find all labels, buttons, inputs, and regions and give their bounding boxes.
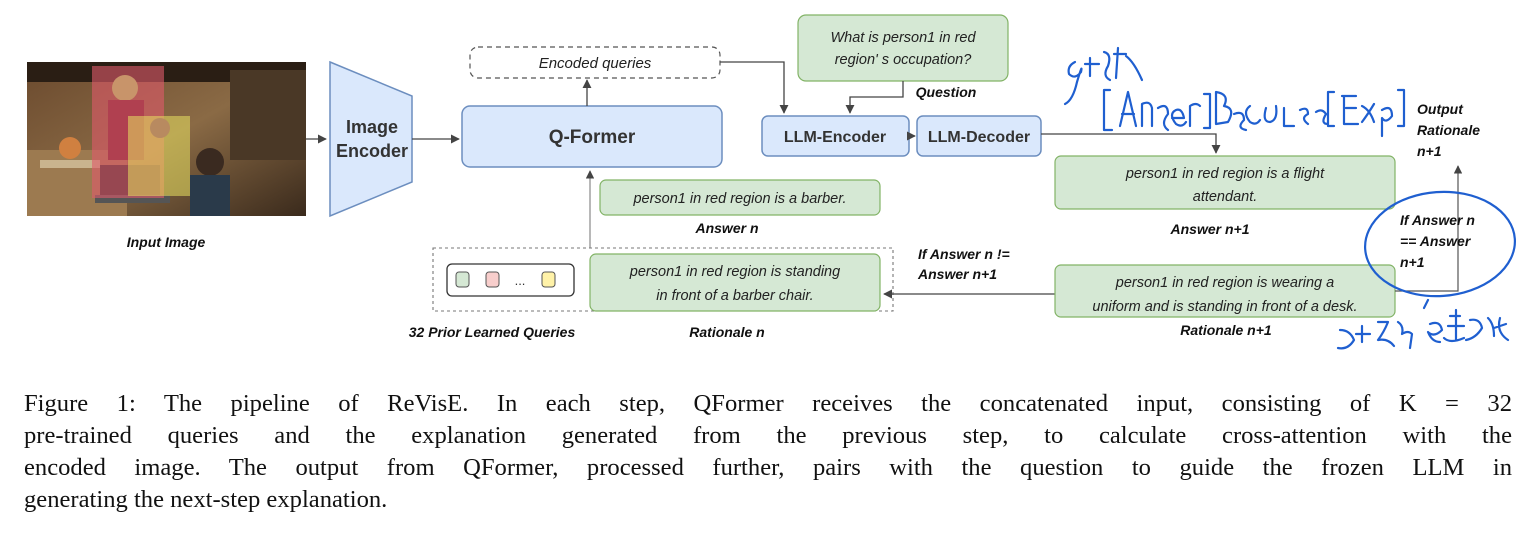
rationale-n1-line1: person1 in red region is wearing a <box>1115 275 1334 291</box>
arrow-encoded-to-llm-encoder <box>720 61 789 114</box>
question-line1: What is person1 in red <box>830 30 976 46</box>
arrow-rationale-n1-to-output <box>1395 165 1463 292</box>
answer-n-text: person1 in red region is a barber. <box>632 191 846 207</box>
rationale-n-line1: person1 in red region is standing <box>629 264 840 280</box>
input-image-caption: Input Image <box>127 234 206 250</box>
arrow-question-to-llm-encoder <box>845 81 904 114</box>
handwritten-note-iterate-until-consistent <box>1336 298 1510 350</box>
answer-n-caption: Answer n <box>694 220 758 236</box>
handwritten-circle <box>1363 190 1517 298</box>
caption-line-1: Figure 1: The pipeline of ReVisE. In eac… <box>24 390 1512 417</box>
rationale-n1-line2: uniform and is standing in front of a de… <box>1092 299 1357 315</box>
handwritten-annotations <box>1063 46 1517 350</box>
image-encoder-box <box>329 60 413 218</box>
output-line3: n+1 <box>1417 143 1442 159</box>
answer-n-box <box>599 179 881 216</box>
pipeline-diagram: Input Image Image Encoder Q-Former Encod… <box>27 14 1517 350</box>
qformer-label: Q-Former <box>549 127 636 148</box>
figure-caption: Figure 1: The pipeline of ReVisE. In eac… <box>24 388 1512 516</box>
encoded-queries-label: Encoded queries <box>539 55 652 72</box>
prior-queries-box <box>446 263 575 297</box>
prior-queries-caption: 32 Prior Learned Queries <box>409 324 576 340</box>
qformer-box <box>461 105 723 168</box>
question-box <box>797 14 1009 82</box>
output-line1: Output <box>1417 101 1464 117</box>
question-caption: Question <box>916 84 977 100</box>
rationale-n-line2: in front of a barber chair. <box>656 288 813 304</box>
answer-n1-line2: attendant. <box>1193 189 1258 205</box>
handwritten-note-answer-because-exp <box>1102 88 1406 138</box>
llm-decoder-box <box>916 115 1042 157</box>
condition-neq-line1: If Answer n != <box>918 246 1010 262</box>
caption-line-2: pre-trained queries and the explanation … <box>24 422 1512 449</box>
query-token-green <box>455 271 470 288</box>
llm-encoder-label: LLM-Encoder <box>784 129 886 146</box>
condition-eq-line3: n+1 <box>1400 254 1425 270</box>
llm-decoder-label: LLM-Decoder <box>928 129 1030 146</box>
condition-neq-line2: Answer n+1 <box>917 266 997 282</box>
query-token-yellow <box>541 271 556 288</box>
arrow-decoder-to-answer-n1 <box>1041 133 1221 154</box>
rationale-n-box <box>589 253 881 312</box>
input-image <box>27 62 306 216</box>
handwritten-note-gt-format <box>1063 46 1144 106</box>
question-line2: region' s occupation? <box>835 52 973 68</box>
caption-line-3: encoded image. The output from QFormer, … <box>24 454 1512 481</box>
answer-n1-caption: Answer n+1 <box>1170 221 1250 237</box>
answer-n1-box <box>1054 155 1396 210</box>
condition-eq-line1: If Answer n <box>1400 212 1475 228</box>
query-token-red <box>485 271 500 288</box>
answer-n1-line1: person1 in red region is a flight <box>1125 166 1325 182</box>
condition-eq-line2: == Answer <box>1400 233 1472 249</box>
image-encoder-label-line1: Image <box>346 117 398 137</box>
image-encoder-label-line2: Encoder <box>336 141 408 161</box>
output-line2: Rationale <box>1417 122 1480 138</box>
query-token-ellipsis: ... <box>515 273 526 288</box>
rationale-n1-caption: Rationale n+1 <box>1180 322 1272 338</box>
caption-line-4: generating the next-step explanation. <box>24 486 388 513</box>
rationale-n-caption: Rationale n <box>689 324 764 340</box>
